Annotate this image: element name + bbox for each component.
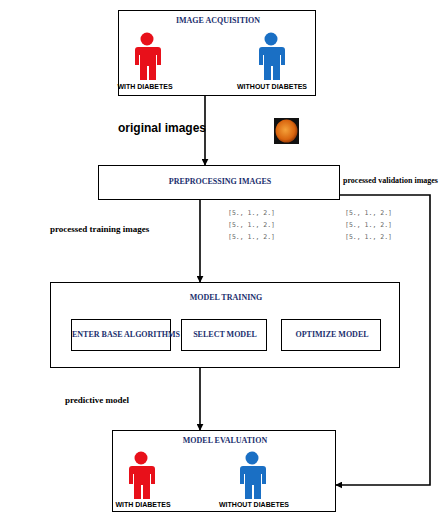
matrix-row: [5., 1., 2.] — [228, 209, 275, 217]
edge-label: original images — [118, 121, 206, 135]
matrix-row: [5., 1., 2.] — [345, 209, 392, 217]
process-box: PREPROCESSING IMAGES — [98, 165, 340, 200]
edge-label: processed validation images — [343, 176, 438, 185]
matrix-row: [5., 1., 2.] — [228, 221, 275, 229]
group-label: WITH DIABETES — [116, 83, 174, 91]
flow-arrow — [199, 200, 201, 282]
step-label: SELECT MODEL — [182, 331, 268, 340]
group-label: WITH DIABETES — [114, 501, 172, 509]
flow-arrow — [199, 368, 201, 430]
matrix-row: [5., 1., 2.] — [345, 221, 392, 229]
matrix-row: [5., 1., 2.] — [345, 233, 392, 241]
box-title: MODEL EVALUATION — [113, 437, 337, 446]
flow-arrow — [336, 195, 430, 485]
edge-label: processed training images — [50, 224, 149, 234]
person-icon — [129, 452, 155, 500]
matrix-row: [5., 1., 2.] — [228, 233, 275, 241]
person-icon — [259, 33, 285, 81]
box-title: IMAGE ACQUISITION — [119, 17, 317, 26]
group-label: WITHOUT DIABETES — [236, 83, 308, 91]
step-box: SELECT MODEL — [181, 319, 267, 351]
person-icon — [135, 33, 161, 81]
process-box: MODEL TRAINING ENTER BASE ALGORITHMS SELEC… — [50, 282, 400, 368]
fundus-image — [274, 118, 299, 144]
box-title: PREPROCESSING IMAGES — [99, 178, 341, 187]
box-title: MODEL TRAINING — [51, 294, 401, 303]
edge-label: predictive model — [65, 395, 129, 405]
process-box: IMAGE ACQUISITION WITH DIABETES WITHOUT DI… — [118, 10, 316, 96]
step-box: ENTER BASE ALGORITHMS — [71, 319, 171, 351]
group-label: WITHOUT DIABETES — [218, 501, 290, 509]
step-label: OPTIMIZE MODEL — [282, 331, 382, 340]
step-label: ENTER BASE ALGORITHMS — [72, 331, 172, 340]
process-box: MODEL EVALUATION WITH DIABETES WITHOUT DIA… — [112, 430, 336, 512]
person-icon — [240, 452, 266, 500]
step-box: OPTIMIZE MODEL — [281, 319, 381, 351]
